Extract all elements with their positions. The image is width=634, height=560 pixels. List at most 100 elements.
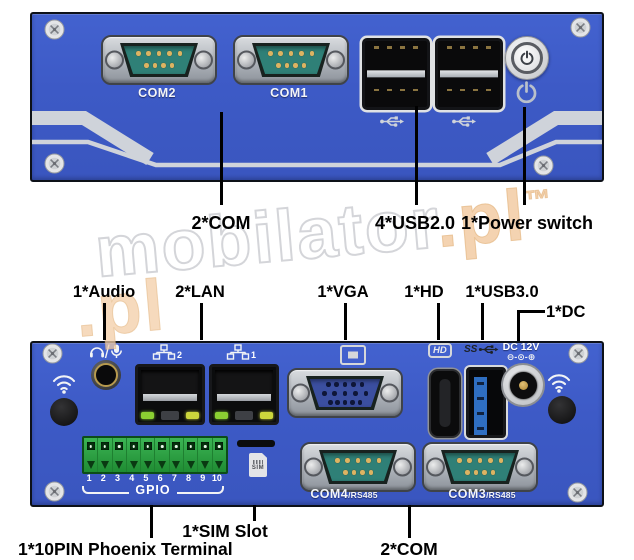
wifi-icon xyxy=(52,375,76,394)
usb-divider xyxy=(367,70,425,78)
pin-dot xyxy=(366,458,371,463)
callout-line-dc-h xyxy=(517,310,545,313)
gpio-cell xyxy=(198,438,213,472)
rj45-cavity xyxy=(141,370,199,396)
pin-dot xyxy=(473,470,478,475)
screw-icon xyxy=(44,481,65,502)
gpio-wire-slot xyxy=(115,461,124,469)
screw-icon xyxy=(567,482,588,503)
jackscrew-icon xyxy=(304,457,323,477)
pin-dot xyxy=(299,51,304,56)
antenna-hole xyxy=(50,398,78,426)
vhole-dot xyxy=(342,382,348,387)
pin-dot xyxy=(144,63,149,68)
screw-icon xyxy=(42,343,63,364)
screw-icon xyxy=(44,19,65,40)
gpio-cell xyxy=(184,438,199,472)
pin-dot xyxy=(376,458,381,463)
gpio-dash-left xyxy=(82,486,130,494)
callout-line-sim xyxy=(253,505,256,521)
vhole-dot xyxy=(351,382,356,387)
pin-dot xyxy=(136,51,141,56)
vhole-dot xyxy=(359,382,364,387)
rj45-clip xyxy=(161,411,179,420)
watermark-tm: ™ xyxy=(523,183,553,216)
jackscrew-icon xyxy=(393,457,412,477)
power-print-icon xyxy=(516,81,537,104)
audio-jack-ring xyxy=(94,363,118,387)
vhole-dot xyxy=(350,400,355,405)
usb-divider xyxy=(440,70,498,78)
pin-dot xyxy=(465,470,470,475)
gpio-screw-dot xyxy=(160,445,164,448)
lan1-icon: 1 xyxy=(226,344,256,360)
sim-contacts xyxy=(253,459,263,464)
gpio-screw-dot xyxy=(132,445,135,448)
pin-dot xyxy=(276,63,281,68)
pin-dot xyxy=(368,470,373,475)
callout-line-lan xyxy=(200,303,203,340)
pin-dot xyxy=(278,51,283,56)
tick-dot xyxy=(486,46,491,49)
com1-connector-face xyxy=(252,43,330,77)
pin-row xyxy=(322,391,368,396)
pin-dot xyxy=(477,458,483,463)
sim-card-icon: SIM xyxy=(249,453,267,477)
callout-label-usb: 4*USB2.0 xyxy=(374,213,456,233)
jackscrew-icon xyxy=(105,50,124,70)
rear-panel: 2 1 xyxy=(30,341,604,507)
screw-icon xyxy=(568,343,589,364)
jackscrew-icon xyxy=(194,50,213,70)
pin-dot xyxy=(161,63,166,68)
rj45-clip xyxy=(235,411,253,420)
tick-dot xyxy=(400,88,405,91)
vhole-dot xyxy=(357,400,362,405)
jackscrew-icon xyxy=(380,383,399,403)
dc-jack-pin xyxy=(518,380,528,390)
jackscrew-icon xyxy=(515,457,534,477)
com1-port xyxy=(233,35,349,85)
callout-line-com xyxy=(220,112,223,205)
gpio-label: GPIO xyxy=(135,483,171,497)
usb2-stack-port xyxy=(435,38,503,110)
usb3-port xyxy=(466,367,506,438)
callout-label-dc: 1*DC xyxy=(546,303,586,321)
pin-dot xyxy=(167,51,172,56)
com3-port xyxy=(422,442,538,492)
pin-dot xyxy=(345,458,350,463)
headphone-mic-icon xyxy=(90,344,122,359)
rj45-metal xyxy=(143,394,197,401)
gpio-wire-slot xyxy=(172,461,181,469)
tick-dot xyxy=(473,46,478,49)
tick-dot xyxy=(460,46,465,49)
usb-contacts xyxy=(374,46,418,49)
jackscrew-icon xyxy=(426,457,445,477)
pin-row xyxy=(268,51,314,56)
com4-label: COM4/RS485 xyxy=(310,487,378,501)
gpio-cell xyxy=(213,438,226,472)
com4-connector-face xyxy=(319,450,397,484)
gpio-dash-right xyxy=(176,486,225,494)
pin-dot xyxy=(482,470,487,475)
pin-dot xyxy=(284,63,289,68)
callout-label-lan: 2*LAN xyxy=(175,283,225,301)
pin-row xyxy=(465,470,495,475)
gpio-cell xyxy=(98,438,113,472)
rj45-metal xyxy=(217,394,271,401)
lan-led-green xyxy=(141,412,154,419)
vga-connector-face xyxy=(306,376,384,410)
pin-row xyxy=(457,458,503,463)
gpio-screw-dot xyxy=(203,445,207,448)
pin-dot xyxy=(309,51,314,56)
callout-line-power xyxy=(523,107,526,205)
usb-contacts xyxy=(447,88,491,91)
pin-dot xyxy=(488,458,493,463)
hd-icon: HD xyxy=(428,343,452,358)
callout-label-audio: 1*Audio xyxy=(72,283,136,301)
tick-dot xyxy=(413,88,418,91)
jackscrew-icon xyxy=(237,50,256,70)
gpio-terminal xyxy=(82,436,228,474)
gpio-wire-slot xyxy=(215,461,224,469)
hdmi-slot xyxy=(439,379,451,427)
